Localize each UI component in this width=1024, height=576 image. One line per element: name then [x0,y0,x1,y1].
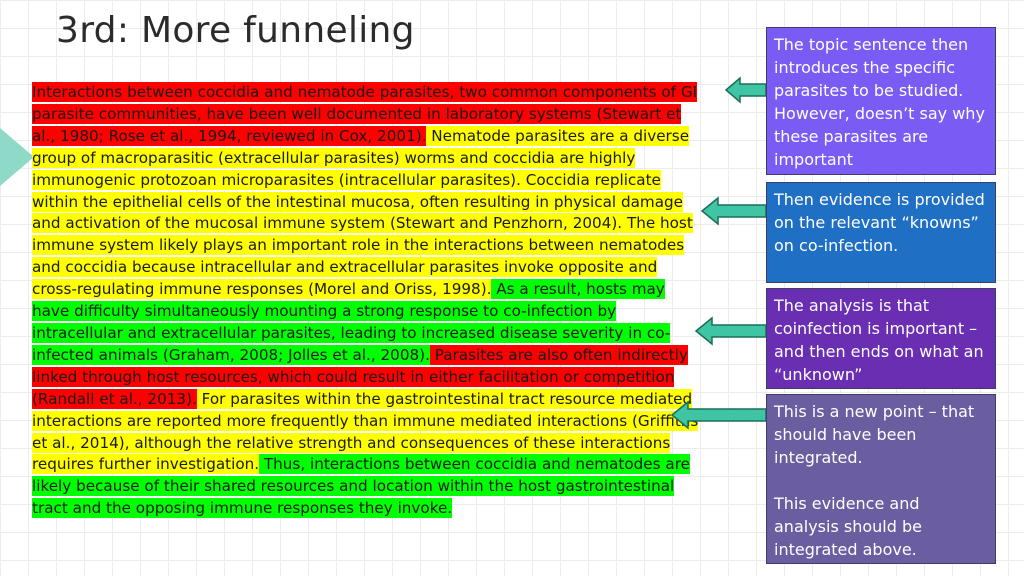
left-arrow-icon [700,196,767,226]
note-topic-sentence: The topic sentence then introduces the s… [766,27,996,175]
text-segment-analysis: As a result, hosts may have difficulty s… [32,279,671,365]
left-arrow-icon [724,76,767,104]
left-arrow-icon [670,400,767,430]
highlighted-paragraph: Interactions between coccidia and nemato… [32,82,704,520]
note-new-point: This is a new point – that should have b… [766,394,996,564]
note-evidence: Then evidence is provided on the relevan… [766,182,996,283]
left-arrow-icon [694,316,767,346]
note-analysis: The analysis is that coinfection is impo… [766,288,996,389]
side-tab-icon [0,128,34,186]
text-segment-topic: Interactions between coccidia and nemato… [32,82,698,146]
text-segment-evidence: Nematode parasites are a diverse group o… [32,125,693,300]
slide-title: 3rd: More funneling [56,10,415,51]
